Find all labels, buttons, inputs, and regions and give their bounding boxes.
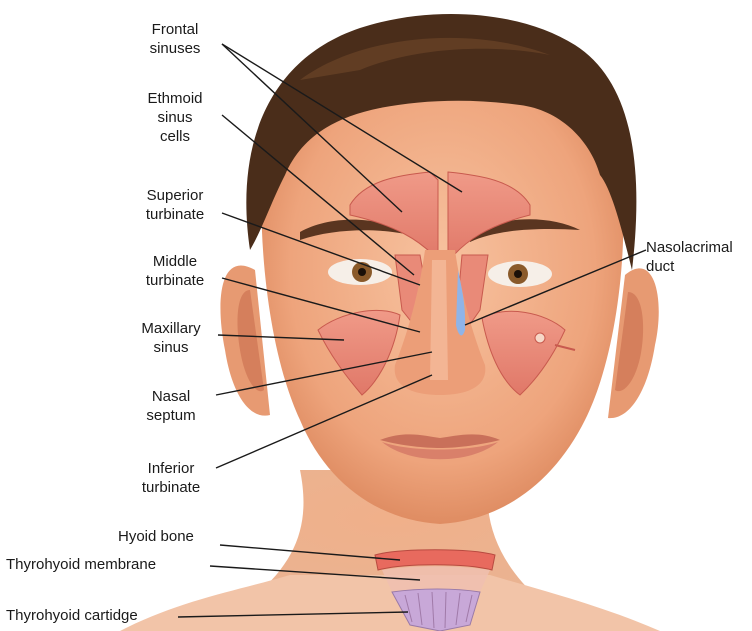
label-nasolacrimal-duct: Nasolacrimal duct <box>646 238 752 276</box>
label-middle-turbinate: Middle turbinate <box>130 252 220 290</box>
label-thyrohyoid-membrane: Thyrohyoid membrane <box>6 555 156 574</box>
label-superior-turbinate: Superior turbinate <box>130 186 220 224</box>
label-hyoid-bone: Hyoid bone <box>118 527 194 546</box>
nasal-septum <box>430 260 448 380</box>
label-ethmoid-sinus-cells: Ethmoid sinus cells <box>130 89 220 146</box>
label-thyrohyoid-cartilage: Thyrohyoid cartidge <box>6 606 138 625</box>
label-maxillary-sinus: Maxillary sinus <box>126 319 216 357</box>
label-nasal-septum: Nasal septum <box>126 387 216 425</box>
label-frontal-sinuses: Frontal sinuses <box>130 20 220 58</box>
right-pupil <box>514 270 522 278</box>
label-inferior-turbinate: Inferior turbinate <box>126 459 216 497</box>
left-pupil <box>358 268 366 276</box>
ostium-icon <box>535 333 545 343</box>
